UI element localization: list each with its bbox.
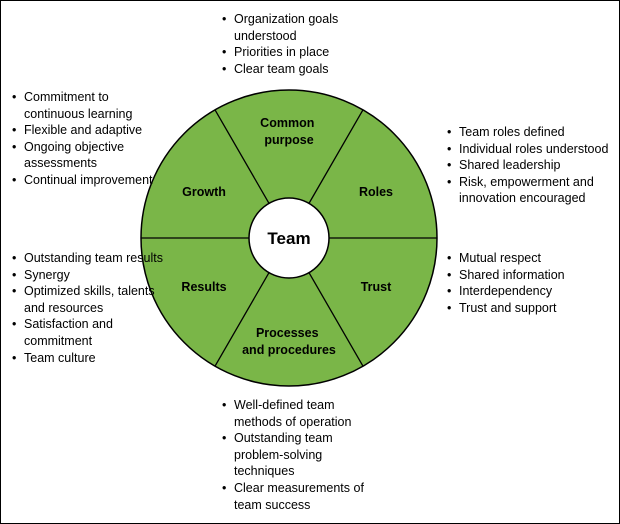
segment-label-roles: Roles [359, 185, 393, 199]
segment-label-growth: Growth [182, 185, 226, 199]
segment-label-line: Results [181, 280, 226, 294]
bullet-item: Priorities in place [221, 44, 381, 61]
bullet-item: Organization goals understood [221, 11, 381, 44]
team-hub [248, 197, 330, 279]
segment-label-line: and procedures [242, 343, 336, 357]
bullet-item: Optimized skills, talents and resources [11, 283, 166, 316]
bullet-item: Clear team goals [221, 61, 381, 78]
bullet-item: Shared information [446, 267, 616, 284]
bullet-item: Synergy [11, 267, 166, 284]
bullet-item: Outstanding team results [11, 250, 166, 267]
bullet-item: Continual improvement [11, 172, 161, 189]
bullet-item: Satisfaction and commitment [11, 316, 166, 349]
bullet-item: Team culture [11, 350, 166, 367]
segment-label-processes: Processes and procedures [242, 326, 336, 357]
segment-label-common-purpose: Common purpose [260, 116, 318, 147]
bullet-item: Clear measurements of team success [221, 480, 373, 513]
bullet-item: Outstanding team problem-solving techniq… [221, 430, 373, 480]
segment-label-trust: Trust [361, 280, 392, 294]
bullet-item: Trust and support [446, 300, 616, 317]
bullet-item: Flexible and adaptive [11, 122, 161, 139]
bullets-trust: Mutual respect Shared information Interd… [446, 250, 616, 316]
bullet-item: Interdependency [446, 283, 616, 300]
bullet-item: Shared leadership [446, 157, 616, 174]
segment-label-line: Roles [359, 185, 393, 199]
bullet-item: Team roles defined [446, 124, 616, 141]
bullets-common-purpose: Organization goals understood Priorities… [221, 11, 381, 77]
bullet-item: Ongoing objective assessments [11, 139, 161, 172]
bullet-item: Individual roles understood [446, 141, 616, 158]
segment-label-line: Trust [361, 280, 392, 294]
bullet-item: Risk, empowerment and innovation encoura… [446, 174, 616, 207]
bullets-growth: Commitment to continuous learning Flexib… [11, 89, 161, 189]
segment-label-line: Processes [256, 326, 319, 340]
segment-label-line: purpose [264, 133, 313, 147]
segment-label-line: Common [260, 116, 314, 130]
team-hub-label: Team [267, 229, 310, 248]
segment-label-line: Growth [182, 185, 226, 199]
bullets-roles: Team roles defined Individual roles unde… [446, 124, 616, 207]
bullet-item: Well-defined team methods of operation [221, 397, 373, 430]
bullets-results: Outstanding team results Synergy Optimiz… [11, 250, 166, 366]
bullet-item: Commitment to continuous learning [11, 89, 161, 122]
bullet-item: Mutual respect [446, 250, 616, 267]
segment-label-results: Results [181, 280, 226, 294]
bullets-processes: Well-defined team methods of operation O… [221, 397, 373, 513]
